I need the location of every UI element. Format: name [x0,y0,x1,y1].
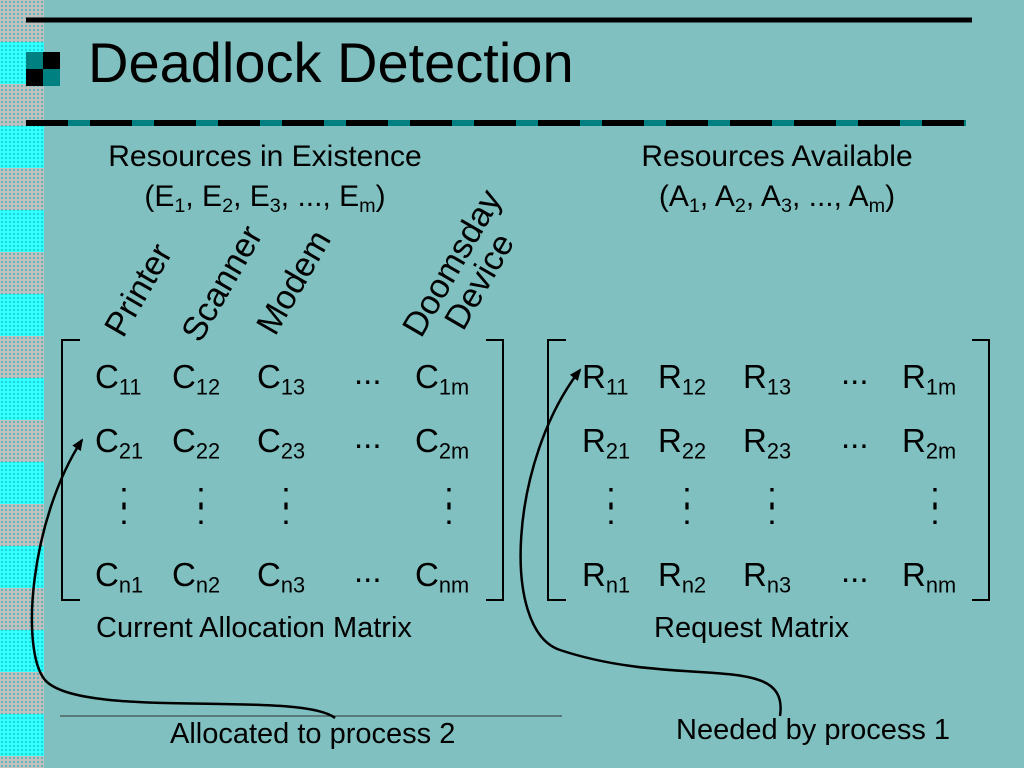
existence-vector-part: , E3 [233,180,281,217]
request-cell: Rn1 [582,556,631,598]
request-ellipsis: ... [841,354,869,391]
existence-heading: Resources in Existence (E1, E2, E3, ...,… [60,137,470,217]
allocation-left-bracket [61,339,80,601]
existence-heading-label: Resources in Existence [108,140,422,173]
allocation-vertical-dots: :: [281,476,291,532]
request-cell: R1m [902,358,957,400]
request-cell: R23 [743,422,792,464]
allocation-cell: Cnm [415,556,470,598]
request-cell: R12 [658,358,707,400]
request-cell: R21 [582,422,631,464]
request-vertical-dots: :: [606,476,616,532]
available-vector-part: , ..., Am [791,180,886,217]
existence-vector: (E1, E2, E3, ..., Em) [60,177,470,217]
request-cell: R11 [582,358,629,400]
available-heading: Resources Available (A1, A2, A3, ..., Am… [572,137,982,217]
existence-vector-part: (E1 [144,180,186,217]
allocation-vertical-dots: :: [444,476,454,532]
allocation-cell: Cn2 [172,556,221,598]
allocation-ellipsis: ... [354,552,382,589]
allocation-cell: C1m [415,358,470,400]
request-cell: Rn2 [658,556,707,598]
allocation-cell: Cn3 [257,556,306,598]
slide-title: Deadlock Detection [88,31,574,94]
available-vector-part: ) [885,180,896,213]
allocation-vertical-dots: :: [196,476,206,532]
title-rules [26,17,972,126]
needed-annotation: Needed by process 1 [676,714,951,746]
allocation-vertical-dots: :: [119,476,129,532]
existence-vector-part: , E2 [185,180,234,217]
allocation-cell: C12 [172,358,221,400]
needed-arrow [519,368,782,717]
existence-vector-part: , ..., Em [280,180,376,217]
request-ellipsis: ... [841,552,869,589]
allocation-cell: C2m [415,422,470,464]
title-bullet-icon [26,52,60,86]
allocated-arrow [30,438,336,720]
allocation-cell: C22 [172,422,221,464]
allocation-right-bracket [486,339,504,601]
allocation-cell: Cn1 [95,556,144,598]
request-cell: R2m [902,422,957,464]
request-vertical-dots: :: [930,476,940,532]
request-cell: Rn3 [743,556,792,598]
allocated-annotation: Allocated to process 2 [170,718,456,750]
available-vector: (A1, A2, A3, ..., Am) [572,177,982,217]
allocation-caption: Current Allocation Matrix [96,612,412,644]
available-heading-label: Resources Available [641,140,913,173]
request-right-bracket [972,339,990,601]
allocation-ellipsis: ... [354,354,382,391]
request-cell: Rnm [902,556,957,598]
request-ellipsis: ... [841,418,869,455]
request-cell: R13 [743,358,792,400]
available-vector-part: , A2 [699,180,746,217]
request-vertical-dots: :: [682,476,692,532]
request-left-bracket [547,339,566,601]
request-caption: Request Matrix [654,612,850,644]
allocation-cell: C21 [95,422,144,464]
allocation-cell: C11 [95,358,142,400]
request-cell: R22 [658,422,707,464]
request-vertical-dots: :: [767,476,777,532]
side-stripe-texture [0,0,44,768]
allocation-cell: C13 [257,358,306,400]
allocation-ellipsis: ... [354,418,382,455]
allocation-cell: C23 [257,422,306,464]
existence-vector-part: ) [375,180,386,213]
available-vector-part: , A3 [745,180,792,217]
available-vector-part: (A1 [658,180,700,217]
